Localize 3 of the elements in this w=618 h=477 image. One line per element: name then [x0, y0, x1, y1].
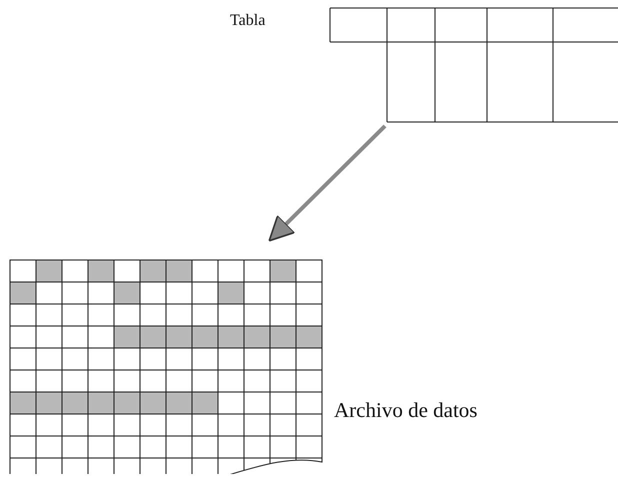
- file-label: Archivo de datos: [334, 398, 478, 423]
- table-title: Tabla: [230, 12, 266, 30]
- arrow: [268, 124, 386, 242]
